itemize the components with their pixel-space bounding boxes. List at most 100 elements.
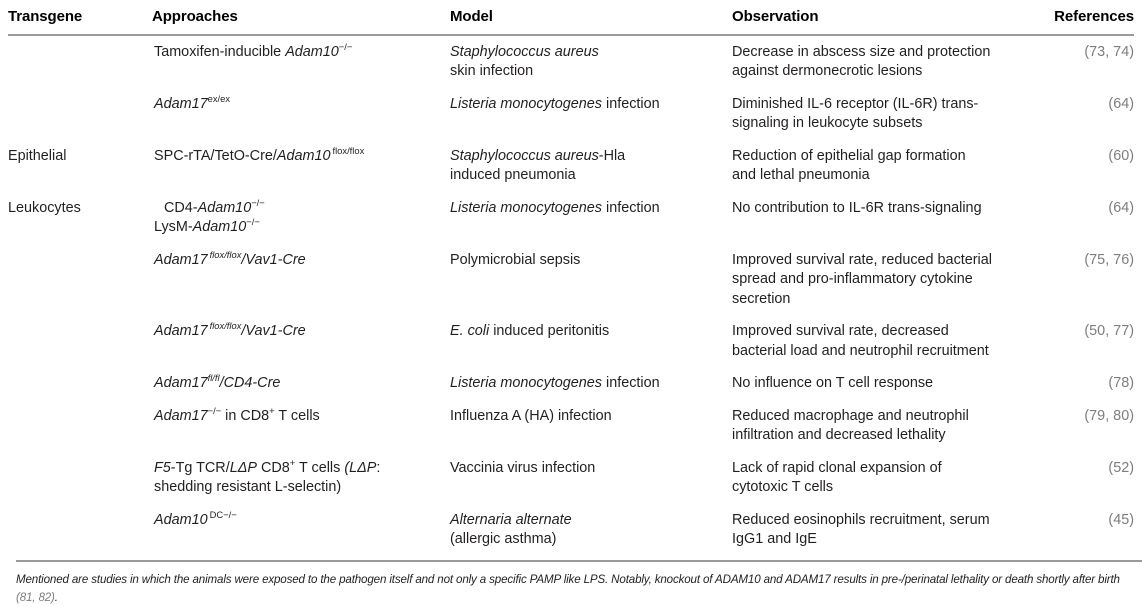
approach-driver: /CD4-Cre: [219, 375, 281, 391]
footnote-text: Mentioned are studies in which the anima…: [16, 573, 1120, 586]
approach-gene: Adam10: [154, 511, 208, 528]
column-header-transgene: Transgene: [8, 8, 83, 25]
model-organism: Listeria monocytogenes: [450, 375, 602, 391]
cell-model: E. coli induced peritonitis: [450, 316, 732, 368]
model-line2: (allergic asthma): [450, 531, 557, 547]
cell-observation: Improved survival rate, decreased bacter…: [732, 323, 989, 359]
footnote-divider: [16, 560, 1142, 562]
approach-gene: Adam10: [276, 147, 331, 164]
approach-gene: Adam10: [197, 199, 252, 216]
approach-superscript: ex/ex: [207, 92, 231, 104]
column-header-model: Model: [450, 8, 493, 25]
cell-approach: F5-Tg TCR/LΔP CD8+ T cells (LΔP:shedding…: [152, 452, 450, 504]
approach-superscript-2: −/−: [246, 216, 260, 228]
cell-approach: Tamoxifen-inducible Adam10−/−: [152, 35, 450, 88]
cell-references[interactable]: (60): [1108, 147, 1134, 164]
cell-model: Listeria monocytogenes infection: [450, 192, 732, 244]
table-container: Transgene Approaches Model Observation R…: [0, 6, 1142, 604]
cell-references[interactable]: (64): [1108, 199, 1134, 216]
model-rest: induced peritonitis: [489, 323, 610, 339]
cell-references[interactable]: (64): [1108, 95, 1134, 112]
table-row: F5-Tg TCR/LΔP CD8+ T cells (LΔP:shedding…: [8, 452, 1134, 504]
column-header-references: References: [1054, 8, 1134, 25]
transgene-model-table: Transgene Approaches Model Observation R…: [8, 6, 1134, 556]
cell-observation: Diminished IL-6 receptor (IL-6R) trans-s…: [732, 95, 979, 132]
approach-mid: -Tg TCR/: [170, 459, 230, 476]
approach-prefix: Tamoxifen-inducible: [154, 43, 286, 60]
model-rest: Vaccinia virus infection: [450, 459, 596, 476]
model-rest: Polymicrobial sepsis: [450, 251, 581, 268]
approach-superscript-plus: +: [269, 404, 275, 416]
approach-gene: Adam17: [154, 95, 208, 112]
column-header-observation: Observation: [732, 8, 819, 25]
cell-approach: Adam17fl/fl/CD4-Cre: [152, 368, 450, 401]
column-header-approaches: Approaches: [152, 8, 238, 25]
cell-approach: Adam17ex/ex: [152, 88, 450, 140]
cell-references[interactable]: (78): [1108, 375, 1134, 391]
approach-superscript-plus: +: [289, 456, 296, 468]
cell-transgene: [8, 504, 152, 556]
cell-model: Polymicrobial sepsis: [450, 244, 732, 316]
header-row: Transgene Approaches Model Observation R…: [8, 6, 1134, 35]
cell-transgene: [8, 316, 152, 368]
approach-ldp-note: (LΔP: [344, 459, 377, 476]
footnote-period: .: [54, 591, 58, 604]
cell-references[interactable]: (73, 74): [1084, 43, 1134, 60]
approach-superscript: −/−: [338, 40, 353, 52]
cell-references[interactable]: (50, 77): [1084, 323, 1134, 339]
approach-line2: shedding resistant L-selectin): [154, 479, 342, 495]
cell-observation: Reduced eosinophils recruitment, serum I…: [732, 511, 990, 548]
table-body: Tamoxifen-inducible Adam10−/− Staphyloco…: [8, 35, 1134, 556]
approach-prefix: SPC-rTA/TetO-Cre/: [154, 147, 277, 164]
approach-gene: Adam17: [154, 407, 208, 424]
approach-superscript: DC−/−: [209, 508, 237, 520]
model-organism: Alternaria alternate: [450, 511, 572, 528]
cell-transgene: [8, 35, 152, 88]
approach-prefix: CD4-: [164, 199, 198, 216]
model-rest: Influenza A (HA) infection: [450, 407, 612, 424]
cell-references[interactable]: (52): [1108, 459, 1134, 476]
cell-observation: No influence on T cell response: [732, 375, 934, 391]
table-row: Leukocytes CD4-Adam10−/−LysM-Adam10−/− L…: [8, 192, 1134, 244]
approach-gene: Adam17: [154, 251, 208, 268]
approach-line2: LysM-Adam10−/−: [154, 216, 260, 235]
cell-observation: Improved survival rate, reduced bacteria…: [732, 251, 992, 307]
approach-superscript: flox/flox: [332, 144, 365, 156]
approach-tail2: :: [376, 459, 381, 476]
cell-references[interactable]: (45): [1108, 511, 1134, 528]
cell-model: Listeria monocytogenes infection: [450, 88, 732, 140]
model-rest: infection: [602, 95, 660, 112]
model-rest: infection: [602, 375, 660, 391]
model-organism: Staphylococcus aureus: [450, 147, 599, 164]
approach-gene: F5: [154, 459, 171, 476]
model-organism: Listeria monocytogenes: [450, 95, 602, 112]
cell-transgene: [8, 244, 152, 316]
cell-transgene: [8, 452, 152, 504]
cell-model: Vaccinia virus infection: [450, 452, 732, 504]
cell-model: Listeria monocytogenes infection: [450, 368, 732, 401]
approach-tail: T cells: [295, 459, 345, 476]
approach-gene: Adam17: [154, 323, 208, 339]
cell-references[interactable]: (79, 80): [1084, 407, 1134, 424]
approach-driver: /Vav1-Cre: [241, 323, 306, 339]
model-line2: induced pneumonia: [450, 167, 576, 183]
cell-transgene: [8, 400, 152, 452]
cell-transgene: [8, 88, 152, 140]
approach-tail: T cells: [274, 407, 320, 424]
table-header: Transgene Approaches Model Observation R…: [8, 6, 1134, 35]
table-row: Adam17fl/fl/CD4-Cre Listeria monocytogen…: [8, 368, 1134, 401]
model-organism: Staphylococcus aureus: [450, 43, 599, 60]
cell-observation: Reduced macrophage and neutrophil infilt…: [732, 407, 969, 444]
cell-references[interactable]: (75, 76): [1084, 251, 1134, 268]
footnote-citation[interactable]: (81, 82): [16, 591, 55, 604]
